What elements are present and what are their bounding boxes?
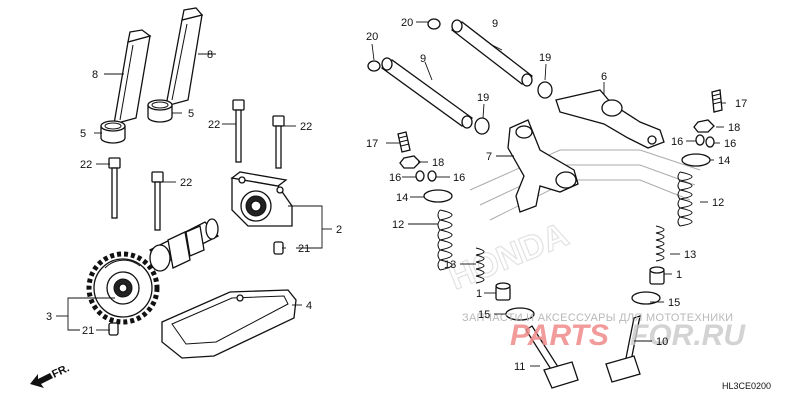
callout-12: 12 [392, 219, 404, 231]
bolt-c [108, 157, 121, 219]
callout-17: 17 [366, 138, 378, 150]
callout-21: 21 [298, 243, 310, 255]
callout-16: 16 [671, 136, 683, 148]
callout-1: 1 [476, 288, 482, 300]
seal-gasket [161, 289, 297, 359]
camshaft-holder [230, 171, 293, 227]
callout-22: 22 [80, 159, 92, 171]
callout-5: 5 [80, 128, 86, 140]
callout-20: 20 [366, 31, 378, 43]
callout-21: 21 [82, 325, 94, 337]
spring-retainer-right [681, 153, 711, 167]
rocker-arm-intake [507, 119, 579, 213]
callout-6: 6 [601, 71, 607, 83]
lock-nut-left [399, 155, 421, 169]
washer-19-upper [537, 81, 553, 99]
callout-9: 9 [492, 18, 498, 30]
dowel-21-lower [108, 322, 119, 336]
front-direction-indicator: FR. [30, 362, 71, 388]
callout-7: 7 [486, 151, 492, 163]
callout-22: 22 [208, 119, 220, 131]
callout-13: 13 [444, 259, 456, 271]
adjusting-screw-left [397, 131, 411, 153]
valve-spring-outer-right [677, 171, 693, 227]
dowel-pin-left [113, 29, 152, 125]
callout-22: 22 [180, 177, 192, 189]
spring-retainer-left [423, 189, 453, 203]
callout-16: 16 [724, 138, 736, 150]
dowel-pin-right [165, 7, 204, 107]
rocker-shaft-lower [380, 57, 474, 129]
camshaft [148, 218, 220, 272]
cotter-right-a [695, 134, 705, 146]
callout-20: 20 [401, 17, 413, 29]
callout-18: 18 [432, 157, 444, 169]
watermark-logo-left: PARTS [510, 319, 609, 352]
valve-stem-seal-right [649, 266, 665, 285]
valve-spring-inner-right [655, 225, 665, 262]
cotter-left-a [415, 170, 425, 182]
diagram-code: HL3CE0200 [722, 381, 771, 391]
front-arrow-icon [30, 373, 53, 388]
valve-stem-seal-left [495, 282, 511, 301]
callout-14: 14 [718, 155, 730, 167]
callout-15: 15 [668, 297, 680, 309]
sleeve-left [100, 120, 126, 144]
watermark-logo-right: FOR.RU [630, 319, 746, 352]
callout-11: 11 [514, 361, 525, 373]
o-ring-lower [367, 60, 381, 72]
bolt-d [151, 171, 164, 231]
callout-22: 22 [300, 121, 312, 133]
callout-1: 1 [676, 269, 682, 281]
cotter-right-b [705, 136, 715, 148]
callout-18: 18 [728, 122, 740, 134]
callout-13: 13 [684, 249, 696, 261]
rocker-arm-exhaust [555, 89, 665, 149]
cam-sprocket [86, 251, 160, 325]
spring-seat-right [631, 291, 661, 305]
leader-lines [56, 21, 726, 367]
callout-19: 19 [539, 52, 551, 64]
callout-9: 9 [420, 53, 426, 65]
exhaust-valve [605, 315, 641, 383]
cotter-left-b [427, 170, 437, 182]
callout-16: 16 [453, 172, 465, 184]
front-label: FR. [50, 362, 71, 380]
callout-15: 15 [478, 309, 490, 321]
watermark-caption: ЗАПЧАСТИ И АКСЕССУАРЫ ДЛЯ МОТОТЕХНИКИ [462, 312, 733, 324]
honda-wing-watermark [469, 149, 701, 221]
intake-valve [525, 325, 579, 389]
adjusting-screw-right [711, 89, 723, 113]
callout-8: 8 [207, 49, 213, 61]
callout-2: 2 [336, 224, 342, 236]
rocker-shaft-upper [450, 19, 534, 87]
callout-labels: 8 8 5 5 22 22 22 22 2 21 3 21 4 20 20 9 … [46, 17, 747, 373]
callout-17: 17 [735, 98, 747, 110]
o-ring-upper [427, 18, 441, 30]
callout-19: 19 [477, 92, 489, 104]
callout-8: 8 [92, 69, 98, 81]
lock-nut-right [693, 119, 715, 133]
washer-19-lower [474, 117, 490, 135]
valve-spring-outer-left [437, 209, 453, 271]
callout-12: 12 [712, 197, 724, 209]
callout-5: 5 [188, 108, 194, 120]
callout-16: 16 [389, 172, 401, 184]
dowel-21-upper [273, 241, 284, 255]
callout-14: 14 [396, 192, 408, 204]
callout-3: 3 [46, 311, 52, 323]
callout-10: 10 [656, 336, 668, 348]
callout-4: 4 [306, 300, 312, 312]
bolt-a [232, 99, 245, 163]
valve-spring-inner-left [475, 247, 485, 284]
sleeve-right [147, 99, 173, 123]
bolt-b [272, 115, 285, 169]
